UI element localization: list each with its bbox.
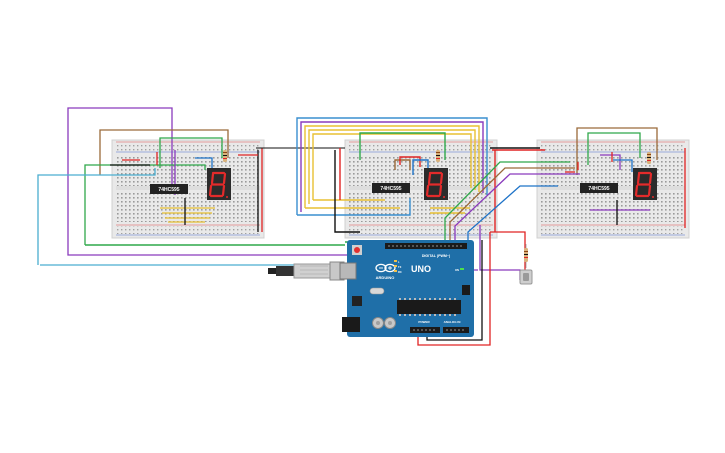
arduino-uno: DIGITAL (PWM~) ARDUINO UNO L TX RX ON (339, 240, 474, 337)
chip-1-label: 74HC595 (158, 187, 179, 193)
rx-led-label: RX (398, 270, 402, 274)
shift-register-3: 74HC595 (580, 183, 618, 193)
shift-register-1: 74HC595 (150, 184, 188, 194)
chip-3-label: 74HC595 (588, 186, 609, 192)
seven-segment-display-2 (424, 168, 448, 200)
chip-2-label: 74HC595 (380, 186, 401, 192)
wires-board-2 (85, 117, 545, 246)
digital-header-label: DIGITAL (PWM~) (422, 254, 451, 258)
breadboard-1 (111, 139, 265, 239)
push-button[interactable] (519, 269, 533, 285)
wires-board-3 (565, 127, 686, 228)
arduino-logo-icon (375, 263, 396, 273)
resistor-board-2 (436, 150, 440, 162)
pushbutton-resistor (524, 244, 528, 268)
resistor-board-1 (223, 150, 227, 162)
board-model: UNO (411, 264, 431, 274)
on-led-label: ON (455, 268, 459, 272)
shift-register-2: 74HC595 (372, 183, 410, 193)
resistor-board-3 (647, 152, 651, 164)
analog-header-label: ANALOG IN (444, 320, 461, 324)
arduino-brand: ARDUINO (376, 275, 395, 280)
tx-led-label: TX (398, 265, 402, 269)
seven-segment-display-1 (207, 168, 231, 200)
l-led-label: L (398, 260, 400, 264)
seven-segment-display-3 (633, 168, 657, 200)
power-header-label: POWER (418, 320, 430, 324)
